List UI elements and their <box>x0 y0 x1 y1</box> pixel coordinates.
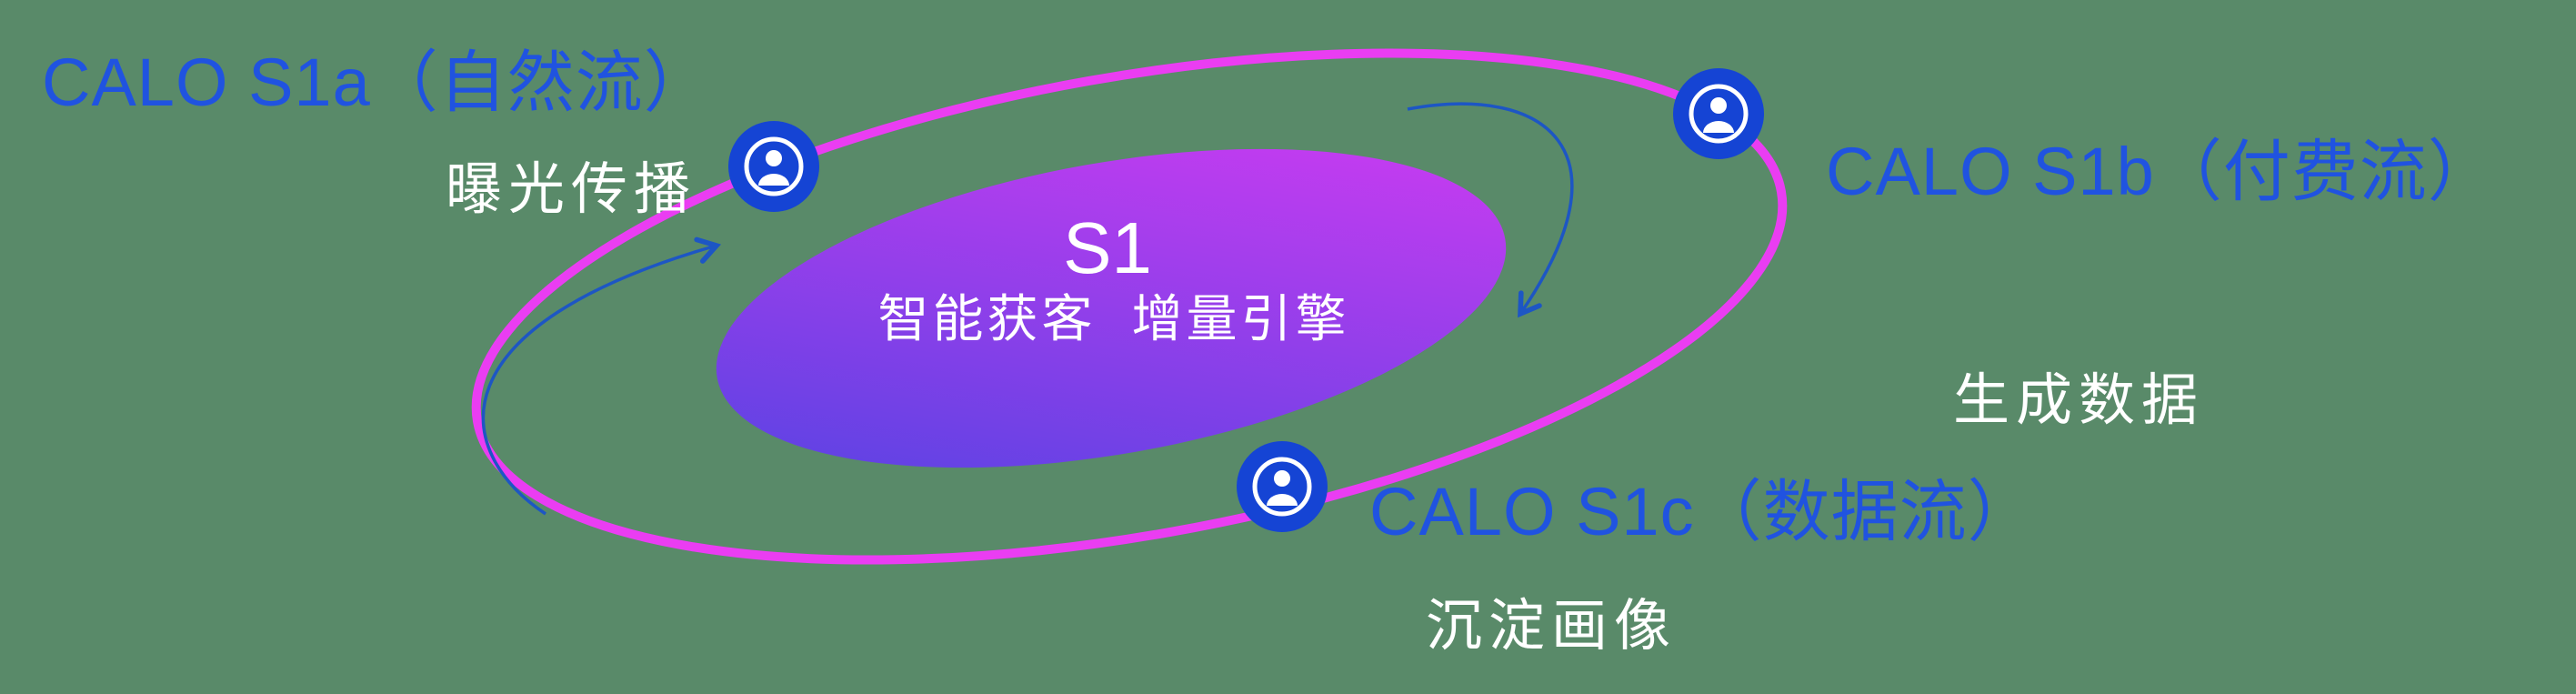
node-s1b-title: CALO S1b（付费流） <box>1826 134 2496 209</box>
orbit-ring <box>471 48 1788 565</box>
node-s1b-subtitle: 生成数据 <box>1953 369 2205 432</box>
node-s1c-title: CALO S1c（数据流） <box>1369 474 2036 549</box>
core-ellipse <box>716 148 1507 468</box>
node-s1c-subtitle: 沉淀画像 <box>1426 595 1678 658</box>
user-circle-icon-s1a <box>728 121 819 212</box>
core-subtitle: 智能获客 增量引擎 <box>877 290 1350 347</box>
flow-arrow-left-icon <box>481 236 722 516</box>
user-circle-icon-s1c <box>1237 441 1328 532</box>
node-s1a-title: CALO S1a（自然流） <box>42 45 712 120</box>
user-circle-icon-s1b <box>1673 68 1764 159</box>
core-title: S1 <box>1063 207 1152 288</box>
node-s1a-subtitle: 曝光传播 <box>446 158 697 221</box>
flow-arrow-right-icon <box>1407 102 1574 318</box>
